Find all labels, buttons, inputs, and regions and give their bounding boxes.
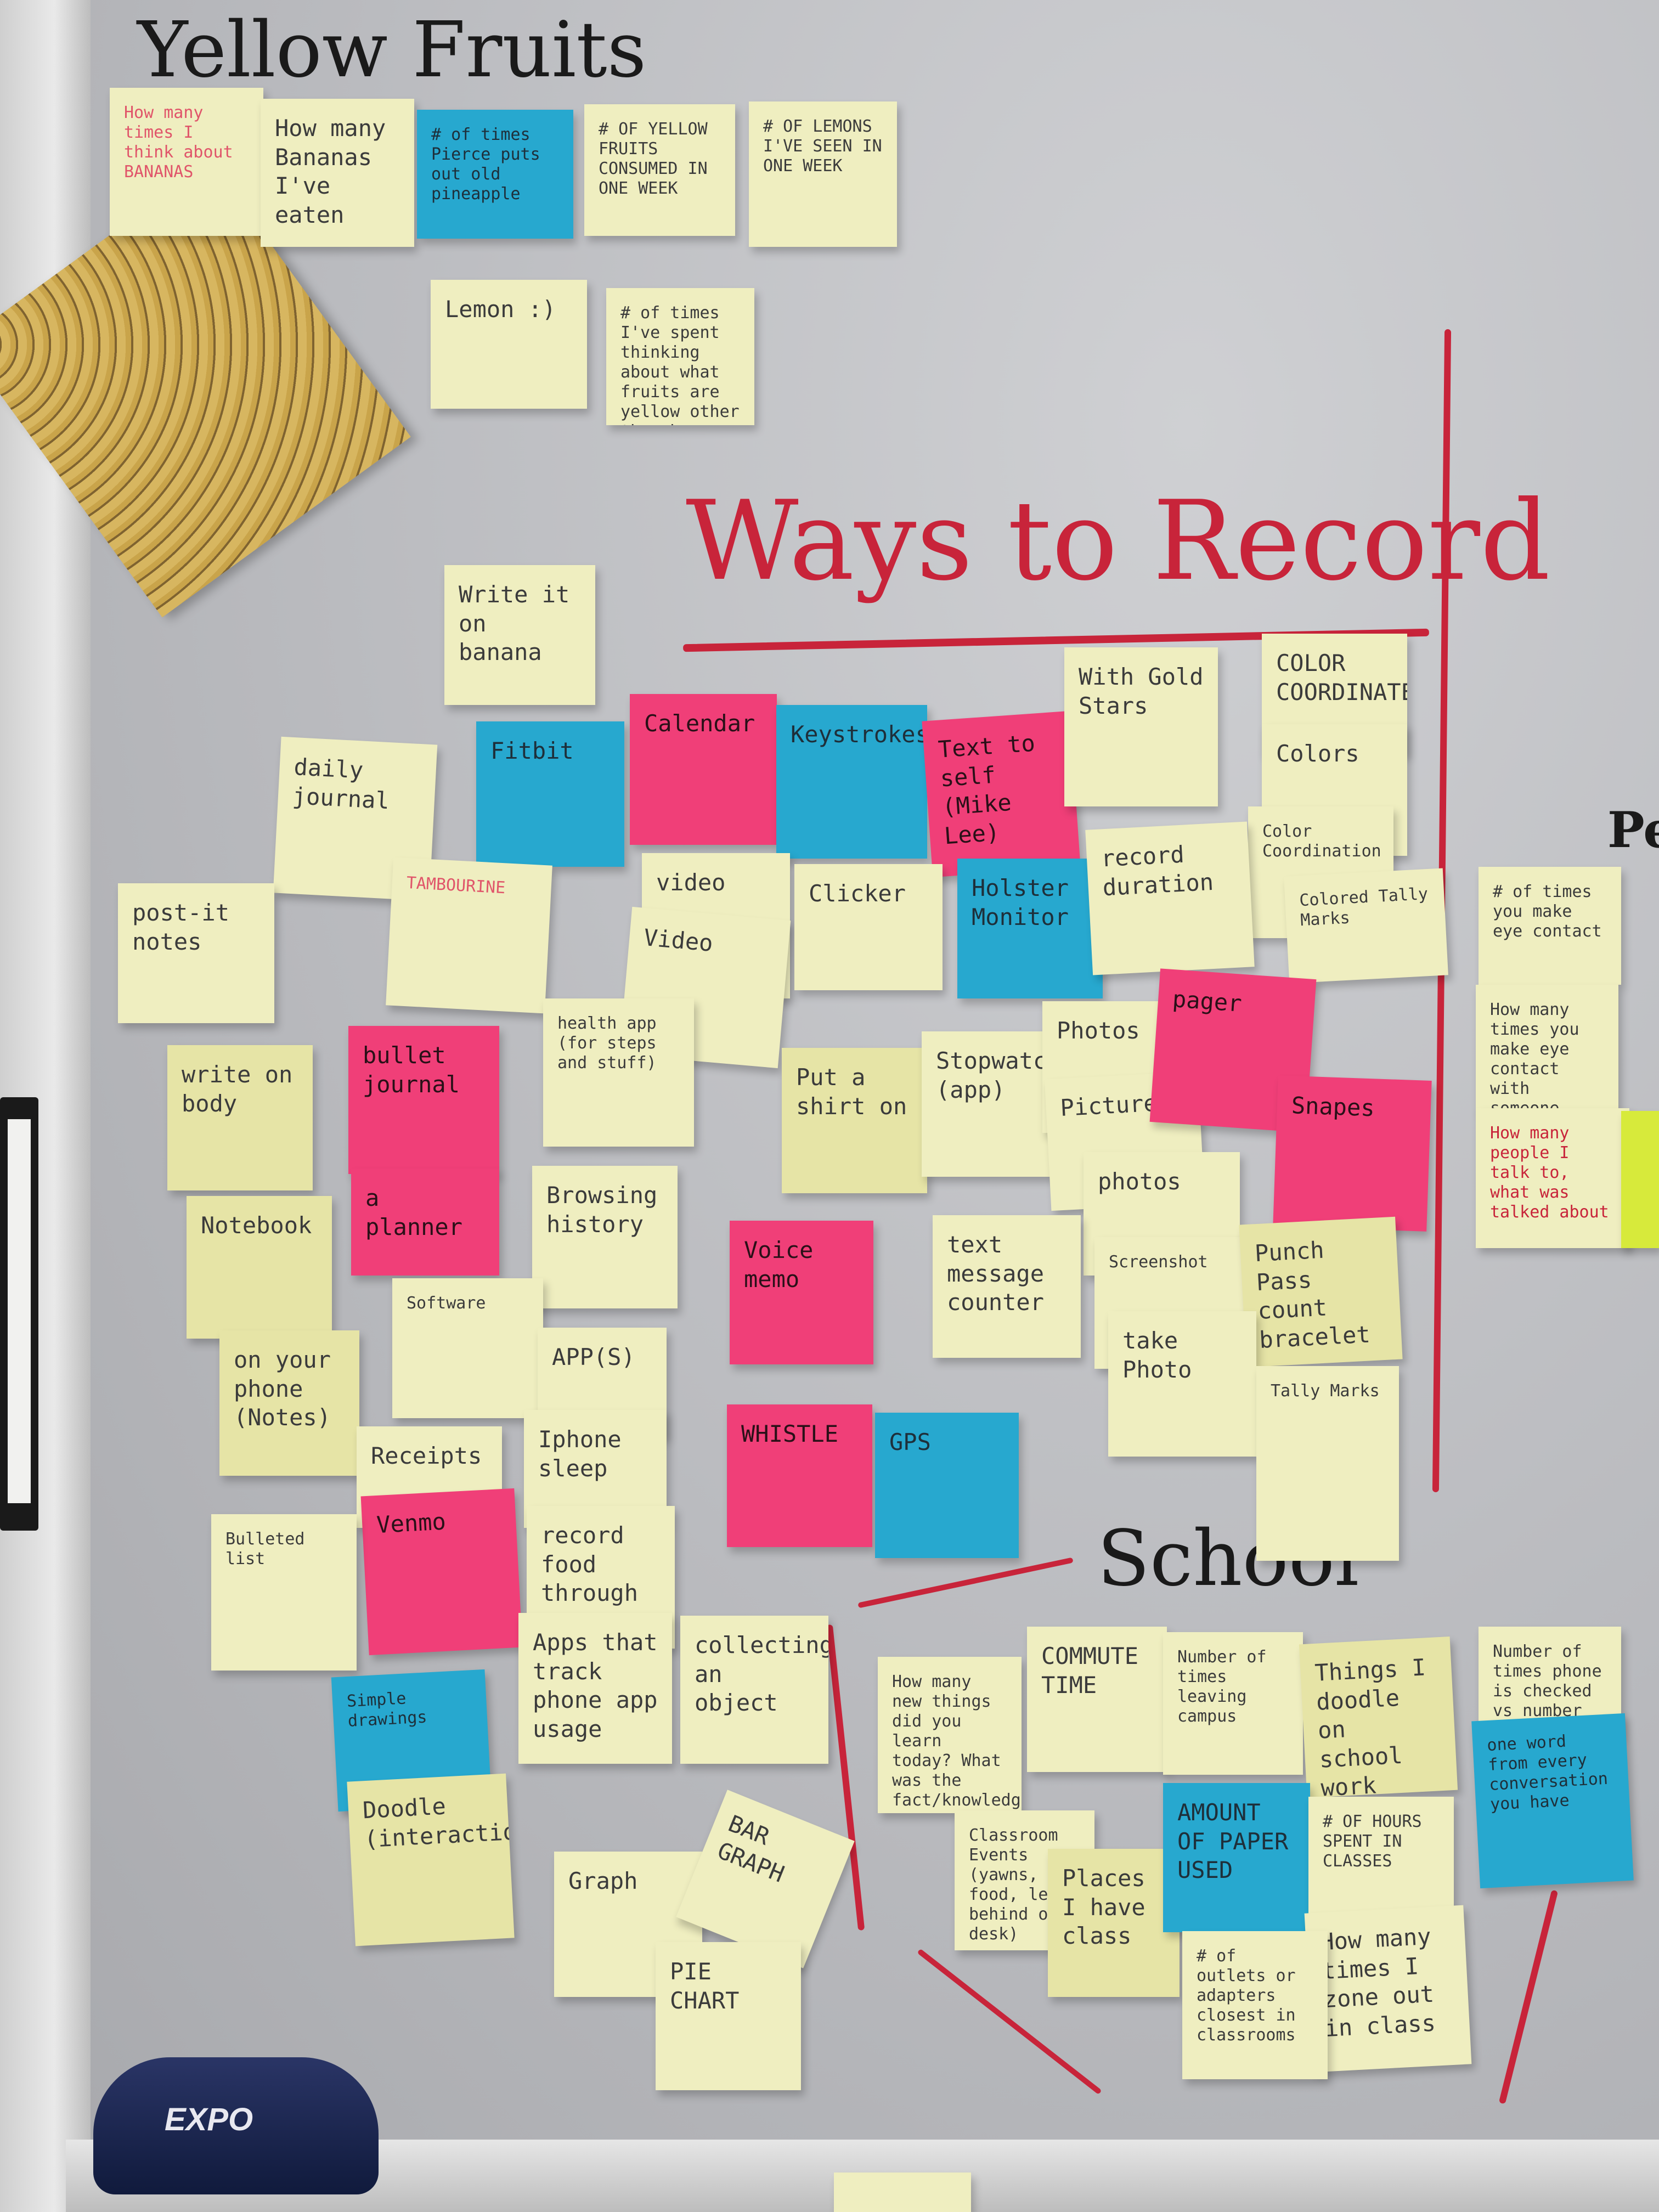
sticky-note: Stopwatch (app) bbox=[922, 1031, 1062, 1177]
sticky-note: collecting an object bbox=[680, 1616, 828, 1764]
sticky-note: Number of times leaving campus bbox=[1163, 1632, 1303, 1775]
sticky-note: # OF YELLOW FRUITS CONSUMED IN ONE WEEK bbox=[584, 104, 735, 236]
sticky-note: post-it notes bbox=[118, 883, 274, 1023]
sticky-note: on your phone (Notes) bbox=[219, 1330, 359, 1476]
sticky-note: Bulleted list bbox=[211, 1514, 357, 1671]
sticky-note: WHISTLE bbox=[727, 1404, 872, 1547]
sticky-note: write on body bbox=[167, 1045, 313, 1190]
sticky-note: How many times I think about BANANAS bbox=[110, 88, 263, 236]
sticky-note: Venmo bbox=[360, 1488, 523, 1656]
sticky-note: AMOUNT OF PAPER USED bbox=[1163, 1783, 1310, 1932]
sticky-note bbox=[1621, 1111, 1659, 1248]
sticky-note: Punch Pass count bracelet bbox=[1239, 1216, 1403, 1368]
sticky-note: Clicker bbox=[794, 864, 943, 990]
sticky-note: text message counter bbox=[933, 1215, 1081, 1358]
sticky-note: How many new things did you learn today?… bbox=[878, 1657, 1022, 1813]
sticky-note: record duration bbox=[1085, 821, 1255, 975]
sticky-note: Software bbox=[392, 1278, 543, 1418]
sticky-note: # of times I've spent thinking about wha… bbox=[606, 288, 754, 425]
sticky-note: Doodle (interaction) bbox=[347, 1773, 515, 1946]
heading-yellow-fruits: Yellow Fruits bbox=[137, 5, 647, 95]
sticky-note: Places I have class bbox=[1048, 1849, 1180, 1997]
sticky-note: Colored Tally Marks bbox=[1284, 868, 1448, 984]
sticky-note: Snapes bbox=[1273, 1075, 1432, 1232]
marker-brand: EXPO bbox=[165, 2102, 253, 2137]
sticky-note: Holster Monitor bbox=[957, 859, 1103, 998]
sticky-note: Put a shirt on bbox=[782, 1048, 927, 1193]
sticky-note: Text to self (Mike Lee) bbox=[922, 710, 1081, 878]
sticky-note: # of times Pierce puts out old pineapple bbox=[417, 110, 573, 239]
sticky-note: health app (for steps and stuff) bbox=[543, 998, 694, 1147]
heading-ways-to-record: Ways to Record bbox=[686, 477, 1550, 605]
picture-frame bbox=[0, 1097, 38, 1531]
sticky-note: Apps that track phone app usage bbox=[518, 1613, 672, 1764]
sticky-note: How many times you make eye contact with… bbox=[1476, 985, 1618, 1111]
sticky-note: a planner bbox=[351, 1169, 499, 1276]
sticky-note: How many times I zone out in class bbox=[1304, 1905, 1472, 2073]
sticky-note: GPS bbox=[875, 1413, 1019, 1558]
sticky-note: one word from every conversation you hav… bbox=[1471, 1713, 1634, 1889]
sticky-note: Calendar bbox=[630, 694, 777, 845]
sticky-note: Tally Marks bbox=[1256, 1366, 1399, 1561]
sticky-note: COMMUTE TIME bbox=[1027, 1627, 1167, 1772]
sticky-note: Browsing history bbox=[532, 1166, 678, 1308]
sticky-note: Voice memo bbox=[730, 1221, 873, 1364]
heading-cut-off: Pe bbox=[1607, 801, 1659, 859]
sticky-note: Write it on banana bbox=[444, 565, 595, 705]
sticky-note: How many people I talk to, what was talk… bbox=[1476, 1108, 1629, 1248]
sticky-note: # OF LEMONS I'VE SEEN IN ONE WEEK bbox=[749, 101, 897, 247]
sticky-note: # of times you make eye contact bbox=[1479, 867, 1621, 985]
sticky-note: Fitbit bbox=[476, 721, 624, 867]
sticky-note: With Gold Stars bbox=[1064, 647, 1218, 806]
sticky-note: How many Bananas I've eaten bbox=[261, 99, 414, 247]
sticky-note: Keystrokes bbox=[776, 705, 927, 859]
sticky-note bbox=[834, 2172, 971, 2212]
sticky-note: Things I doodle on school work bbox=[1299, 1636, 1458, 1798]
sticky-note: TAMBOURINE bbox=[386, 857, 552, 1014]
sticky-note: PIE CHART bbox=[656, 1942, 801, 2090]
sticky-note: # of outlets or adapters closest in clas… bbox=[1182, 1931, 1328, 2079]
sticky-note: Notebook bbox=[187, 1196, 332, 1339]
sticky-note: Lemon :) bbox=[431, 280, 587, 409]
sticky-note: take Photo bbox=[1108, 1311, 1256, 1457]
sticky-note: bullet journal bbox=[348, 1026, 499, 1174]
expo-eraser: EXPO bbox=[93, 2057, 379, 2194]
